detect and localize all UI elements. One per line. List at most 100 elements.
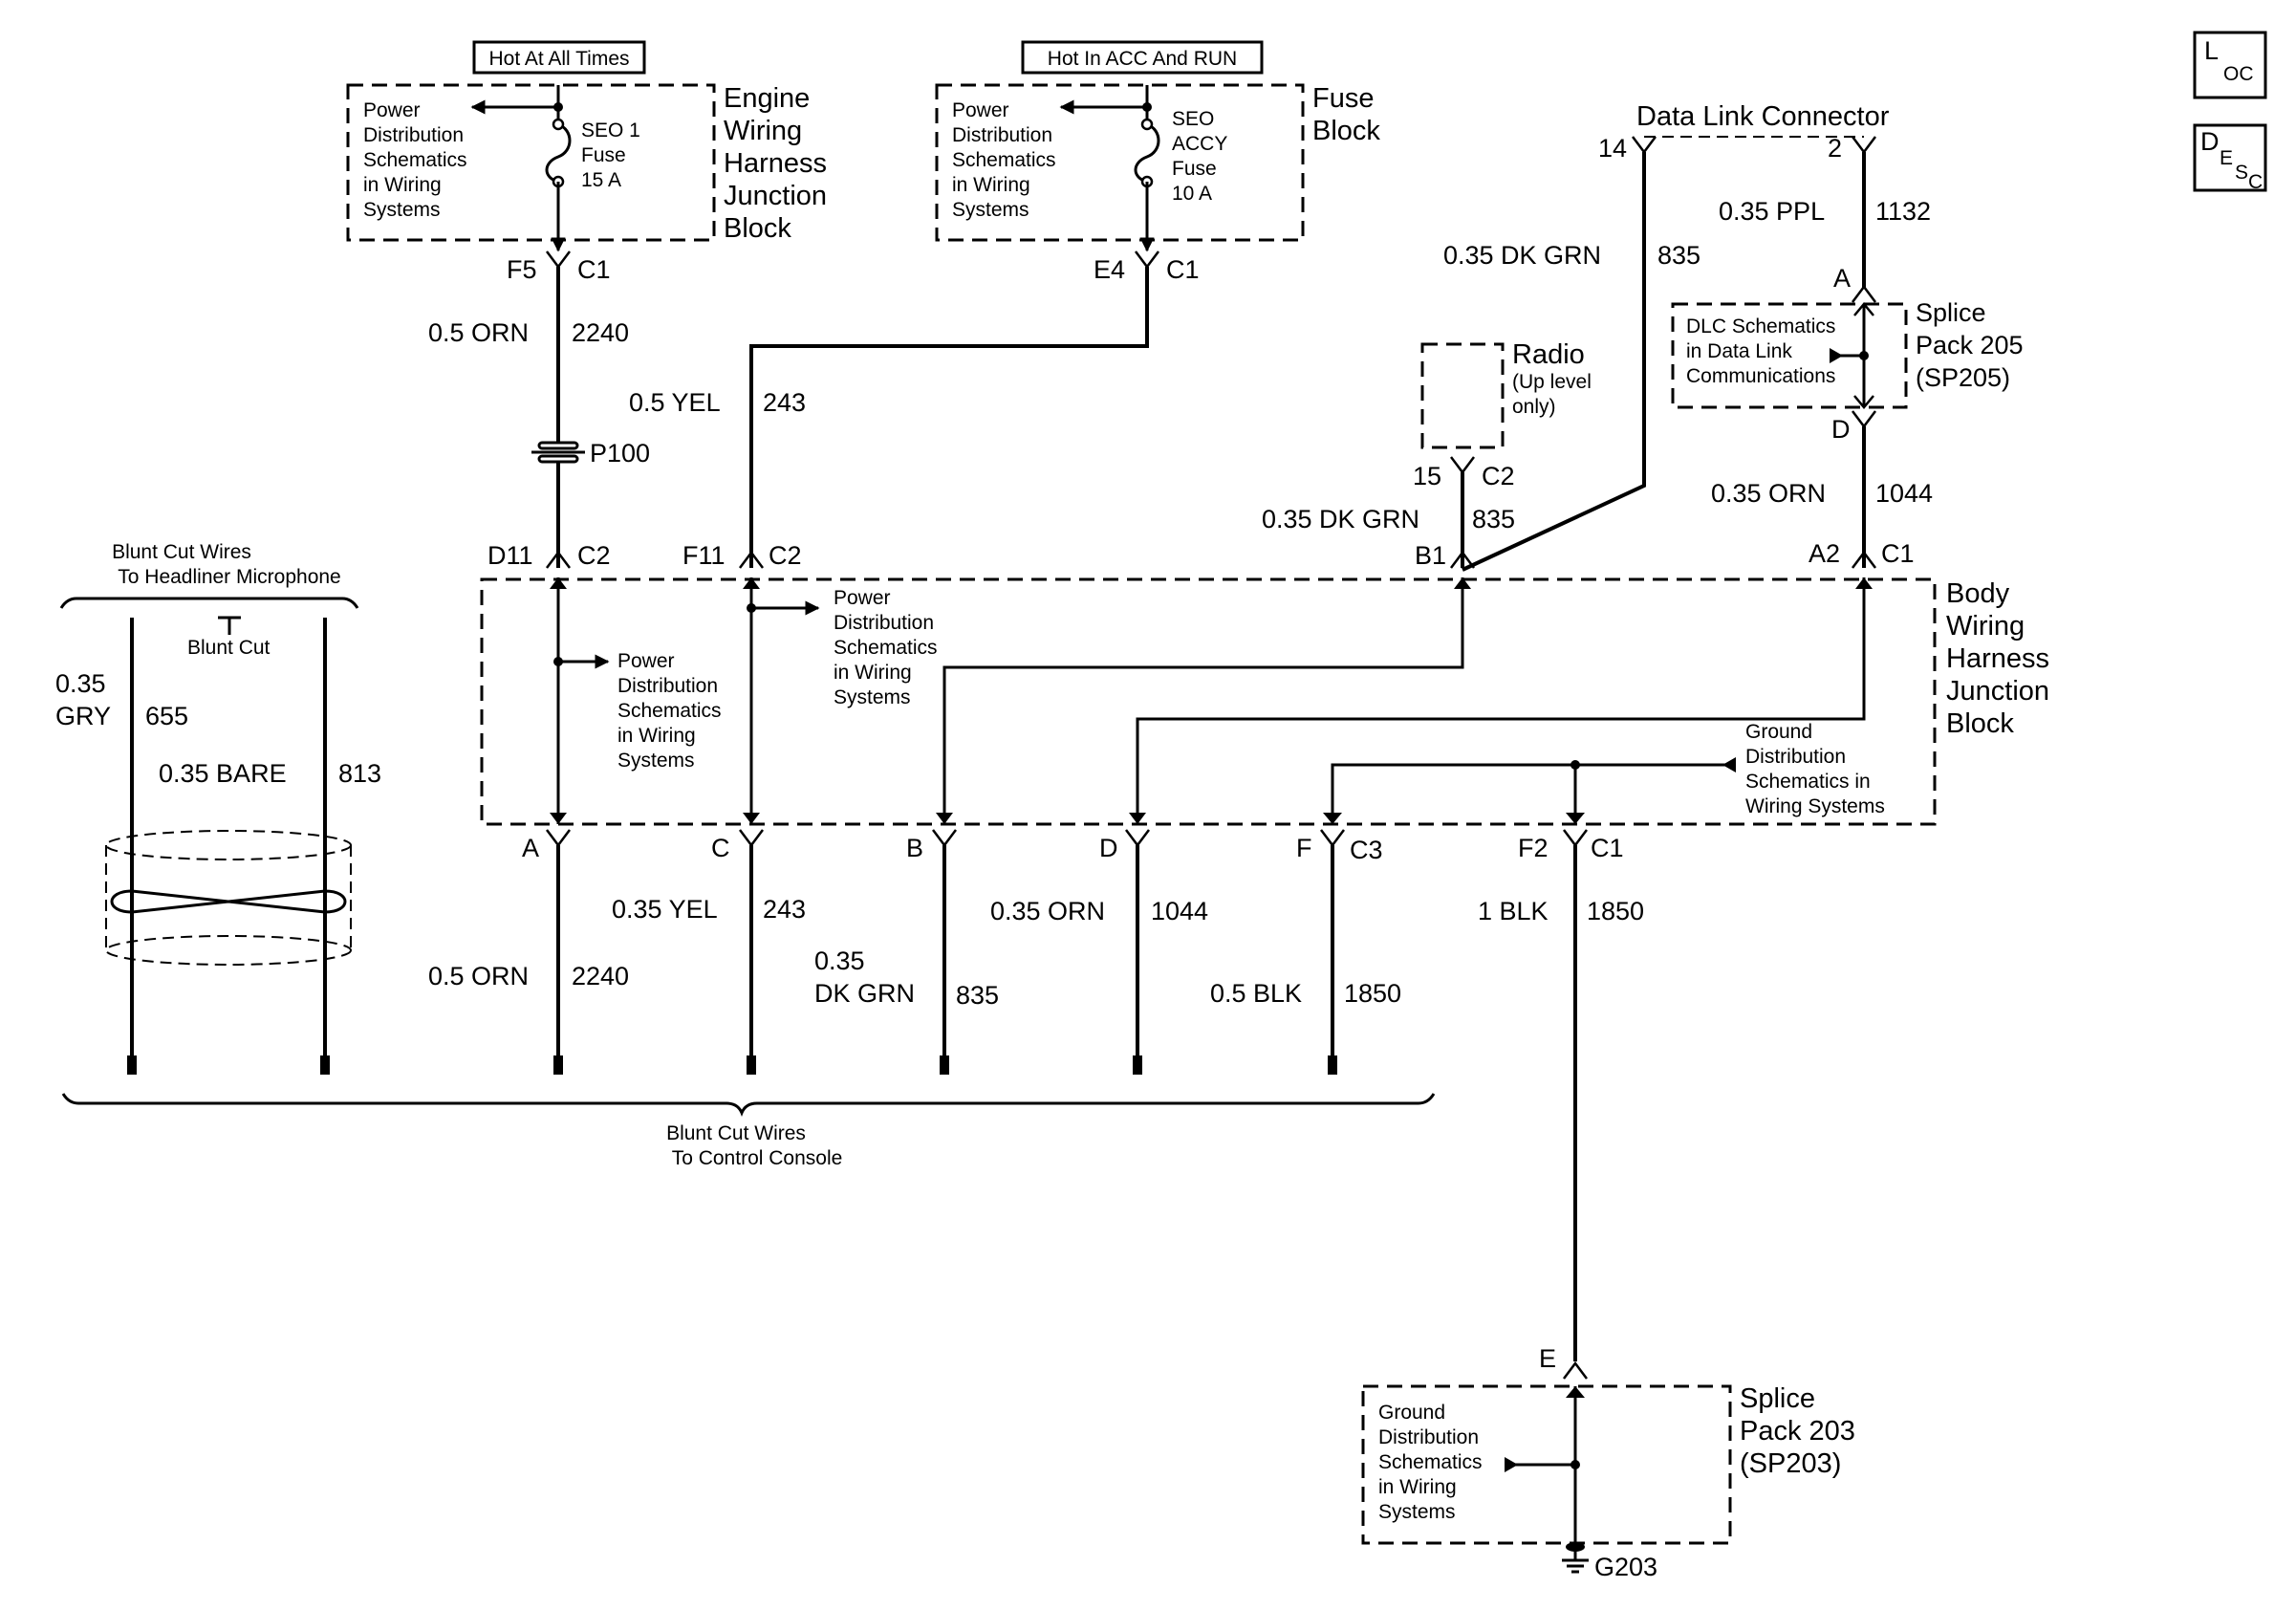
svg-text:0.5 BLK: 0.5 BLK (1210, 979, 1302, 1008)
svg-text:ACCY: ACCY (1172, 133, 1227, 155)
svg-text:only): only) (1512, 396, 1556, 418)
ground-distribution-ref-2[interactable]: Ground Distribution Schematics in Wiring… (1378, 1402, 1483, 1523)
svg-text:Systems: Systems (1378, 1501, 1456, 1523)
radio: Radio (Up level only) 15 C2 (1413, 339, 1592, 490)
svg-text:SEO: SEO (1172, 108, 1214, 130)
svg-text:Blunt Cut Wires: Blunt Cut Wires (666, 1122, 806, 1144)
svg-text:C2: C2 (769, 541, 802, 570)
svg-text:14: 14 (1598, 134, 1627, 163)
wire-1044-bottom: 0.35 ORN 1044 (990, 845, 1208, 1075)
svg-text:Systems: Systems (363, 199, 441, 221)
svg-text:835: 835 (956, 981, 999, 1010)
engine-junction-block-label: Engine Wiring Harness Junction Block (724, 83, 827, 244)
loc-button[interactable]: L OC (2193, 31, 2267, 99)
svg-text:1 BLK: 1 BLK (1478, 897, 1549, 925)
svg-text:835: 835 (1657, 241, 1700, 270)
fuse-block-outline (935, 83, 1305, 242)
svg-text:C: C (2248, 171, 2263, 193)
internal-trace-ground (1323, 757, 1736, 824)
power-distribution-ref-3[interactable]: Power Distribution Schematics in Wiring … (617, 650, 722, 772)
svg-text:Schematics in: Schematics in (1745, 771, 1871, 793)
svg-text:To Headliner Microphone: To Headliner Microphone (118, 566, 340, 588)
splice-pack-205: A Splice Pack 205 (SP205) D (1671, 264, 2024, 444)
svg-text:B: B (906, 834, 923, 862)
svg-text:2240: 2240 (572, 962, 629, 990)
connector-f5-c1: F5 C1 (507, 250, 611, 284)
svg-text:Systems: Systems (834, 686, 911, 708)
svg-text:Power: Power (617, 650, 675, 672)
body-junction-block-outline (480, 577, 1937, 826)
svg-text:0.35: 0.35 (55, 669, 106, 698)
svg-text:Power: Power (363, 99, 421, 121)
svg-text:0.35 DK GRN: 0.35 DK GRN (1262, 505, 1419, 533)
connector-a: A (522, 829, 571, 862)
svg-text:2: 2 (1828, 134, 1842, 163)
seo1-fuse: SEO 1 Fuse 15 A (470, 85, 640, 252)
svg-text:Schematics: Schematics (952, 149, 1056, 171)
svg-text:Wiring: Wiring (724, 116, 802, 146)
svg-text:Distribution: Distribution (363, 124, 464, 146)
svg-text:0.5 YEL: 0.5 YEL (629, 388, 721, 417)
svg-text:Radio: Radio (1512, 339, 1585, 370)
svg-text:C: C (711, 834, 730, 862)
svg-text:Engine: Engine (724, 83, 810, 114)
wire-835-bottom: 0.35 DK GRN 835 (814, 845, 999, 1075)
svg-text:C2: C2 (577, 541, 611, 570)
svg-text:Pack 205: Pack 205 (1916, 331, 2024, 359)
svg-text:1044: 1044 (1151, 897, 1208, 925)
svg-text:in Wiring: in Wiring (363, 174, 442, 196)
svg-text:Harness: Harness (724, 148, 827, 179)
svg-text:Fuse: Fuse (1172, 158, 1217, 180)
svg-text:in Wiring: in Wiring (617, 725, 696, 747)
wire-835-radio: 0.35 DK GRN 835 (1262, 472, 1515, 568)
wire-813: 0.35 BARE 813 (159, 618, 381, 1075)
svg-text:A: A (1833, 264, 1851, 293)
power-distribution-ref-1[interactable]: Power Distribution Schematics in Wiring … (363, 99, 467, 221)
svg-text:Power: Power (952, 99, 1009, 121)
body-junction-block-label: Body Wiring Harness Junction Block (1946, 578, 2049, 739)
connector-b1: B1 (1415, 541, 1475, 570)
svg-text:243: 243 (763, 388, 806, 417)
svg-text:0.35 BARE: 0.35 BARE (159, 759, 287, 788)
svg-text:D: D (2200, 127, 2220, 156)
svg-text:C1: C1 (1166, 255, 1200, 284)
svg-text:1044: 1044 (1875, 479, 1933, 508)
internal-trace-c (743, 577, 820, 824)
svg-text:Distribution: Distribution (617, 675, 718, 697)
data-link-connector: Data Link Connector 14 2 (1598, 101, 1890, 163)
dlc-schematics-ref[interactable]: DLC Schematics in Data Link Communicatio… (1686, 315, 1835, 387)
svg-text:Fuse: Fuse (1312, 83, 1374, 114)
svg-text:Splice: Splice (1740, 1383, 1815, 1414)
svg-text:Fuse: Fuse (581, 144, 626, 166)
ground-distribution-ref-1[interactable]: Ground Distribution Schematics in Wiring… (1745, 721, 1885, 817)
svg-text:Systems: Systems (617, 750, 695, 772)
wire-1044-top: 0.35 ORN 1044 (1711, 426, 1933, 568)
svg-text:Body: Body (1946, 578, 2010, 609)
wire-2240-bottom: 0.5 ORN 2240 (428, 845, 629, 1075)
svg-text:F2: F2 (1518, 834, 1549, 862)
svg-text:E4: E4 (1094, 255, 1125, 284)
power-distribution-ref-4[interactable]: Power Distribution Schematics in Wiring … (834, 587, 938, 708)
svg-text:B1: B1 (1415, 541, 1446, 570)
svg-text:Harness: Harness (1946, 643, 2049, 674)
svg-text:243: 243 (763, 895, 806, 924)
wire-243-top: 0.5 YEL 243 (629, 267, 1149, 568)
svg-text:Distribution: Distribution (1745, 746, 1846, 768)
internal-trace-a (550, 577, 610, 824)
desc-button[interactable]: D E S C (2193, 123, 2267, 193)
wire-655: 0.35 GRY 655 (55, 618, 188, 1075)
control-console-bracket: Blunt Cut Wires To Control Console (61, 1093, 1436, 1169)
splice-pack-203: E Splice Pack 203 (SP203) (1361, 1344, 1855, 1545)
svg-text:Data Link Connector: Data Link Connector (1636, 101, 1890, 132)
svg-text:P100: P100 (590, 439, 650, 468)
svg-text:1850: 1850 (1587, 897, 1644, 925)
hot-in-acc-run-label: Hot In ACC And RUN (1021, 40, 1264, 75)
power-distribution-ref-2[interactable]: Power Distribution Schematics in Wiring … (952, 99, 1056, 221)
wire-2240-top: 0.5 ORN 2240 (428, 267, 629, 568)
seo-accy-fuse: SEO ACCY Fuse 10 A (1059, 85, 1227, 252)
connector-d: D (1099, 829, 1150, 862)
svg-text:in Wiring: in Wiring (1378, 1476, 1457, 1498)
svg-text:G203: G203 (1594, 1553, 1657, 1581)
svg-text:15 A: 15 A (581, 169, 621, 191)
